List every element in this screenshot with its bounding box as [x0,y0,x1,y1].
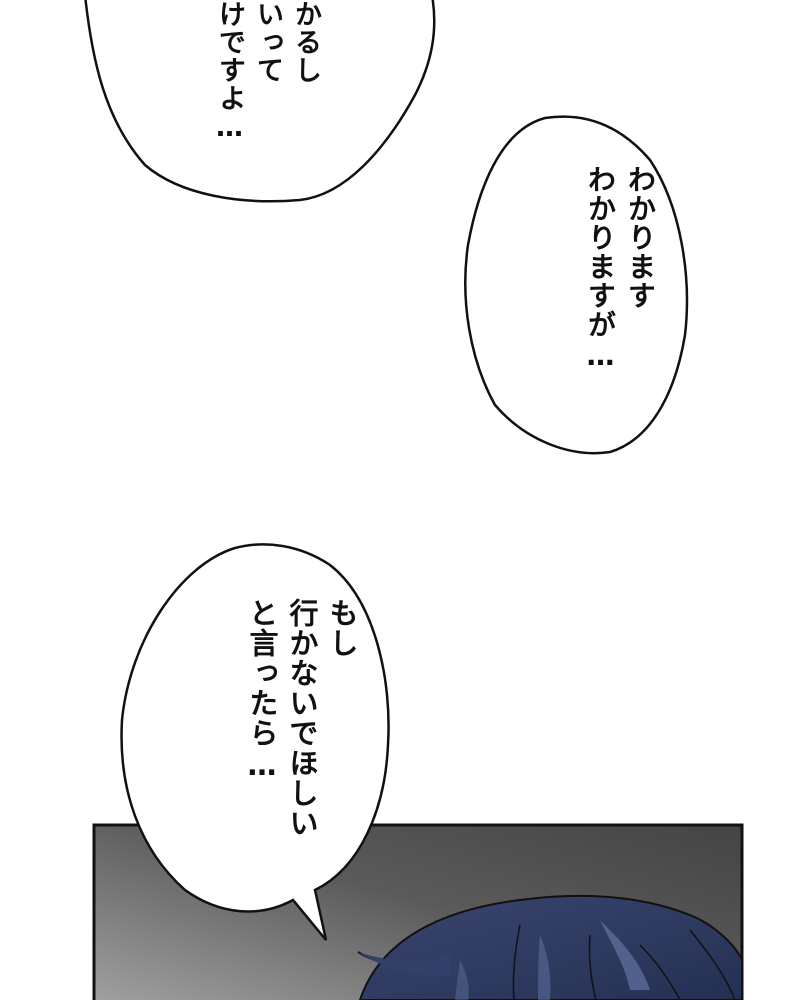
bottom-panel [92,823,744,1000]
character-hair [357,894,743,1000]
bubble-middle-text: わかりますわかりますが… [540,165,740,425]
bubble-bottom-text: もし行かないでほしいと言ったら… [202,598,442,898]
bubble-top-text: もかるしいってけですよ… [172,0,438,152]
bubble-top-col-1: も [324,0,362,152]
speech-bubble-top [84,0,436,203]
bubble-middle-col-1: わかります [624,165,657,310]
bubble-top-col-4: けですよ… [214,0,245,144]
bubble-top-col-2: かるし [290,0,321,84]
speech-bubble-middle [464,115,689,455]
bubble-bottom-col-3: と言ったら… [245,598,279,783]
bubble-middle-col-2: わかりますが… [584,165,617,373]
bubble-bottom-col-2: 行かないでほしい [285,598,319,838]
bubble-top-col-3: いって [252,0,283,84]
speech-bubble-bottom [120,543,390,941]
bubble-bottom-col-1: もし [325,598,359,658]
